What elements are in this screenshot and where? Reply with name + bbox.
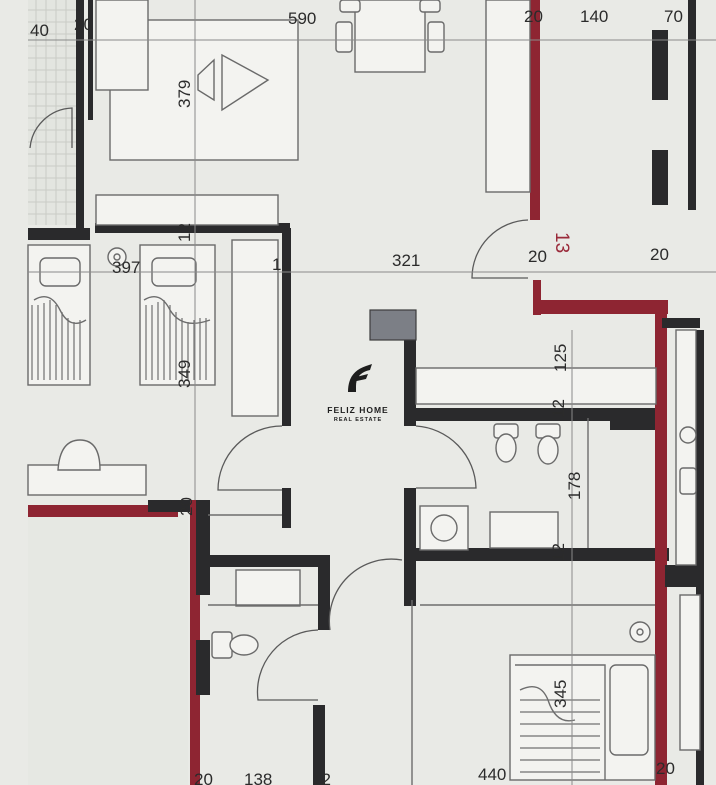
dim-20-bottom-right: 20 — [656, 759, 675, 778]
dim-20-mid: 20 — [528, 247, 547, 266]
dim-12-d: 12 — [549, 543, 568, 562]
bed-master — [509, 654, 656, 781]
balcony-tiles — [28, 0, 76, 225]
logo-mark-icon — [348, 364, 372, 392]
bed-right — [139, 244, 216, 386]
logo-brand: FELIZ HOME — [327, 405, 388, 415]
dim-345: 345 — [551, 680, 570, 708]
feliz-home-logo: FELIZ HOME REAL ESTATE — [327, 364, 388, 423]
dim-590: 590 — [288, 9, 316, 28]
dim-140: 140 — [580, 7, 608, 26]
dimension-lines — [28, 0, 716, 785]
dim-20-top-left: 20 — [74, 15, 93, 34]
dim-20-bottom-left: 20 — [194, 770, 213, 785]
bidet-upper — [535, 423, 561, 465]
dim-20-top-mid: 20 — [524, 7, 543, 26]
dim-70: 70 — [664, 7, 683, 26]
dim-40: 40 — [30, 21, 49, 40]
dim-440: 440 — [478, 765, 506, 784]
dim-397: 397 — [112, 258, 140, 277]
dim-138: 138 — [244, 770, 272, 785]
dim-20-left-mid: 20 — [177, 497, 196, 516]
dim-379: 379 — [175, 80, 194, 108]
dim-321: 321 — [392, 251, 420, 270]
dimension-labels: 40 20 590 20 140 70 379 12 397 12 321 20… — [30, 7, 683, 785]
electrical-panel — [369, 309, 417, 341]
dim-125: 125 — [551, 344, 570, 372]
toilet-upper — [493, 423, 519, 463]
dim-20-right: 20 — [650, 245, 669, 264]
dim-12-a: 12 — [175, 223, 194, 242]
walls — [28, 0, 704, 785]
terrace-area — [28, 515, 188, 785]
apartment-number: 13 — [551, 232, 572, 253]
dim-12-b: 12 — [272, 255, 291, 274]
bed-left — [27, 244, 91, 386]
furniture — [27, 0, 701, 785]
dim-12-c: 12 — [549, 399, 568, 418]
dim-349: 349 — [175, 360, 194, 388]
dim-12-e: 12 — [312, 770, 331, 785]
logo-tagline: REAL ESTATE — [334, 417, 382, 423]
dim-178: 178 — [565, 472, 584, 500]
